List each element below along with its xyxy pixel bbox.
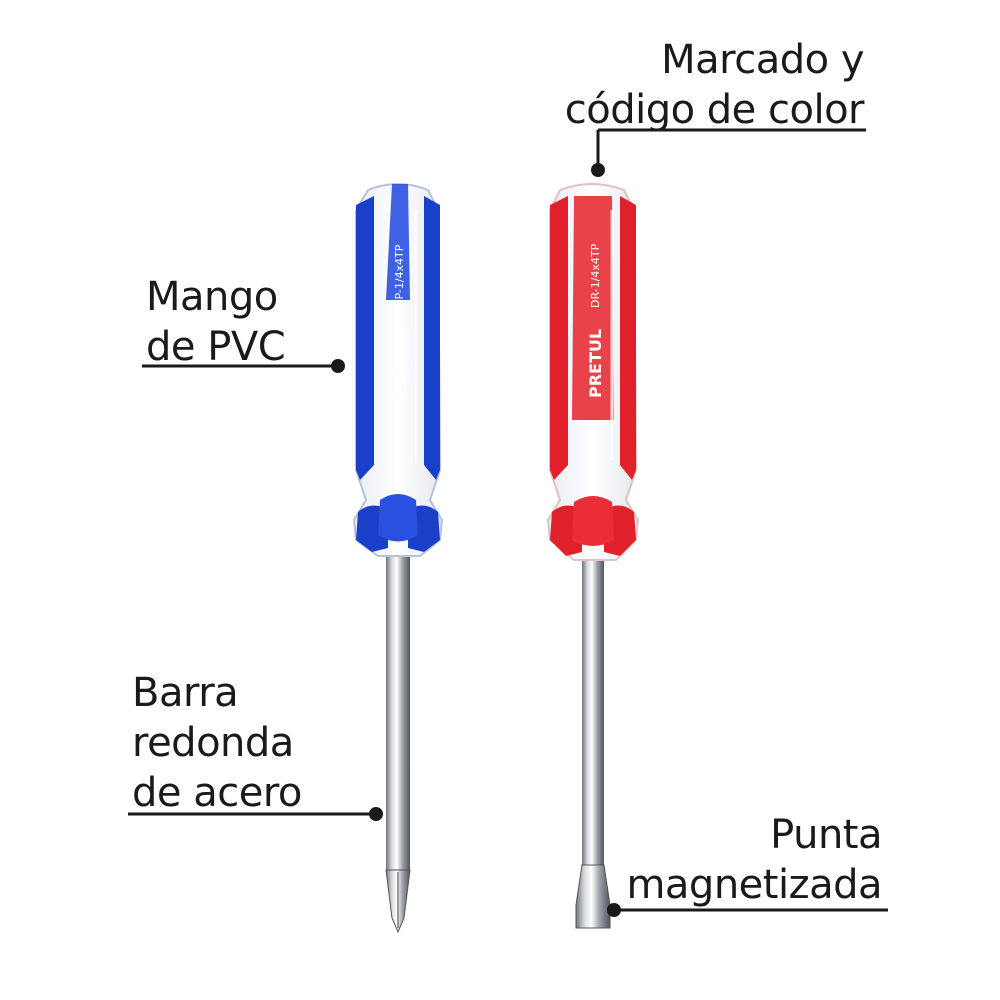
callout-tip: Punta magnetizada — [626, 810, 882, 910]
callout-shaft-line-3: de acero — [132, 770, 302, 816]
tip-leader-dot — [607, 903, 621, 917]
callout-shaft-line-2: redonda — [132, 720, 294, 766]
callout-handle-line-2: de PVC — [146, 324, 286, 370]
shaft-leader-dot — [369, 807, 383, 821]
callout-marking: Marcado y código de color — [564, 35, 865, 135]
phillips-shaft — [386, 550, 410, 870]
phillips-brand-logo: PRETUL — [390, 329, 409, 398]
phillips-screwdriver: PRETUL DP-1/4x4TP — [352, 183, 444, 934]
slotted-model-label: DR-1/4x4TP — [589, 243, 602, 308]
slotted-tip — [575, 864, 611, 929]
callout-handle-line-1: Mango — [146, 274, 278, 320]
callout-shaft: Barra redonda de acero — [132, 668, 302, 818]
marking-leader-dot — [591, 163, 605, 177]
callout-shaft-line-1: Barra — [132, 670, 239, 716]
callout-tip-line-2: magnetizada — [626, 862, 882, 908]
callout-marking-line-1: Marcado y — [661, 37, 864, 83]
slotted-brand-logo: PRETUL — [586, 329, 605, 398]
callout-marking-line-2: código de color — [564, 87, 865, 133]
handle-leader-dot — [331, 359, 345, 373]
slotted-shaft — [582, 555, 604, 865]
slotted-screwdriver: PRETUL DR-1/4x4TP — [546, 183, 640, 929]
phillips-model-label: DP-1/4x4TP — [393, 244, 406, 308]
callout-tip-line-1: Punta — [770, 812, 882, 858]
callout-lines — [128, 128, 888, 917]
callout-handle: Mango de PVC — [146, 272, 286, 372]
